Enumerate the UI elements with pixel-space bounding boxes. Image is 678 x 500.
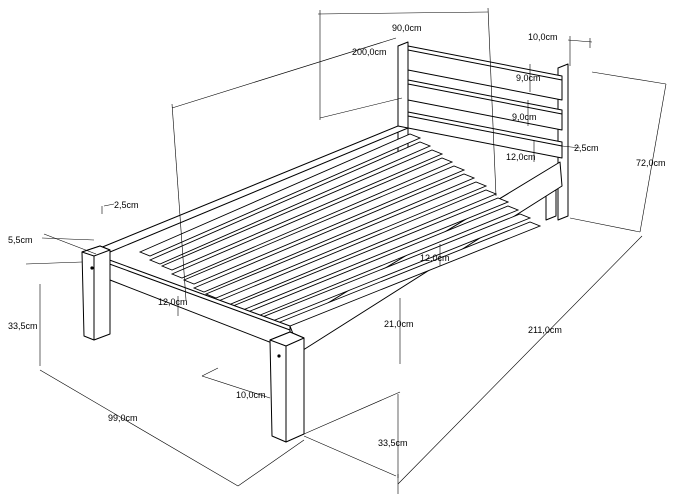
label-length-total: 211,0cm	[528, 325, 562, 335]
label-gap-lower: 9,0cm	[512, 112, 537, 122]
label-slat-thickness-left: 2,5cm	[114, 200, 139, 210]
label-leg-width: 10,0cm	[236, 390, 266, 400]
dimension-lines	[25, 7, 667, 494]
front-right-leg	[269, 331, 305, 443]
label-side-rail-height: 12,0cm	[420, 253, 450, 263]
slats	[138, 133, 542, 335]
label-post-top-offset: 5,5cm	[8, 235, 33, 245]
label-headboard-post-depth: 10,0cm	[528, 32, 558, 42]
label-front-right-leg-height: 33,5cm	[378, 438, 408, 448]
label-rail-to-floor: 21,0cm	[384, 319, 414, 329]
dimension-labels: 90,0cm 10,0cm 200,0cm 9,0cm 9,0cm 12,0cm…	[8, 23, 666, 448]
label-height-total: 72,0cm	[636, 158, 666, 168]
label-board-height: 12,0cm	[506, 152, 536, 162]
label-front-leg-height: 33,5cm	[8, 321, 38, 331]
label-gap-upper: 9,0cm	[516, 73, 541, 83]
label-length-top: 200,0cm	[352, 47, 387, 57]
label-front-rail-height: 12,0cm	[158, 297, 188, 307]
headboard	[397, 41, 569, 221]
label-headboard-width: 90,0cm	[392, 23, 422, 33]
label-width-total: 99,0cm	[108, 413, 138, 423]
front-left-leg	[81, 245, 111, 341]
label-slat-thickness-right: 2,5cm	[574, 143, 599, 153]
